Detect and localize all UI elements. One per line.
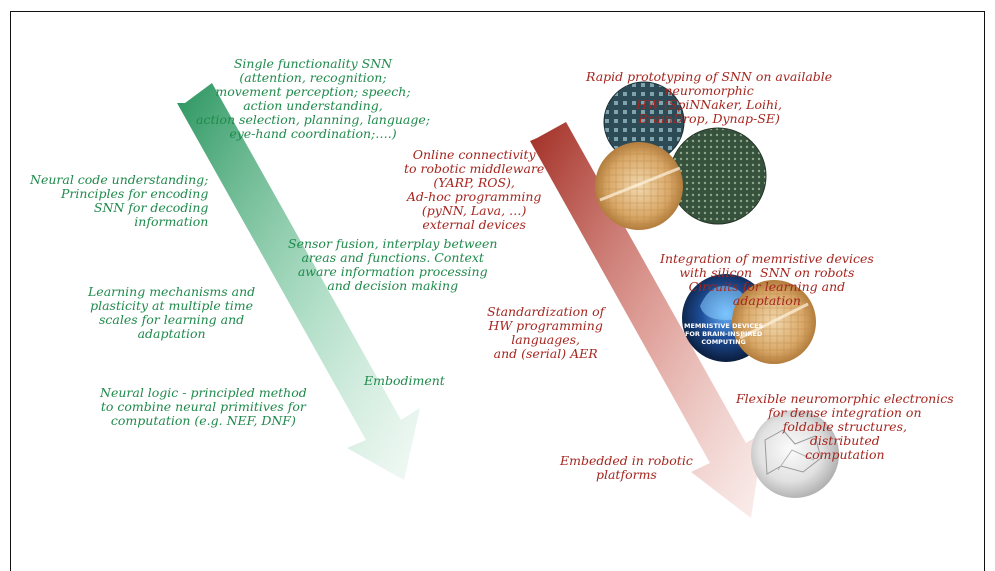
label-embedded: Embedded in robotic platforms bbox=[560, 453, 693, 482]
label-learning: Learning mechanisms and plasticity at mu… bbox=[88, 284, 256, 341]
crumpled-flexible-electronics-photo bbox=[751, 410, 839, 498]
label-single-functionality: Single functionality SNN (attention, rec… bbox=[196, 56, 430, 141]
memristive-book-caption: MEMRISTIVE DEVICES FOR BRAIN-INSPIRED CO… bbox=[684, 322, 764, 346]
green-arrow bbox=[177, 83, 420, 480]
label-neural-logic: Neural logic - principled method to comb… bbox=[100, 385, 307, 428]
label-flexible: Flexible neuromorphic electronics for de… bbox=[736, 391, 954, 462]
label-online-connectivity: Online connectivity to robotic middlewar… bbox=[404, 147, 545, 232]
label-standardization: Standardization of HW programming langua… bbox=[487, 304, 605, 361]
diagram-frame bbox=[10, 11, 985, 571]
circuit-board-photo bbox=[669, 127, 767, 225]
label-rapid-prototyping: Rapid prototyping of SNN on available ne… bbox=[586, 69, 833, 126]
label-memristive: Integration of memristive devices with s… bbox=[660, 251, 874, 308]
silicon-wafer-photo bbox=[595, 142, 683, 230]
silicon-wafer-photo-2 bbox=[732, 280, 816, 364]
arrows-layer bbox=[177, 81, 839, 518]
label-sensor-fusion: Sensor fusion, interplay between areas a… bbox=[288, 236, 498, 293]
label-neural-code: Neural code understanding; Principles fo… bbox=[30, 172, 209, 229]
label-embodiment: Embodiment bbox=[364, 373, 445, 388]
red-arrow bbox=[530, 122, 764, 518]
